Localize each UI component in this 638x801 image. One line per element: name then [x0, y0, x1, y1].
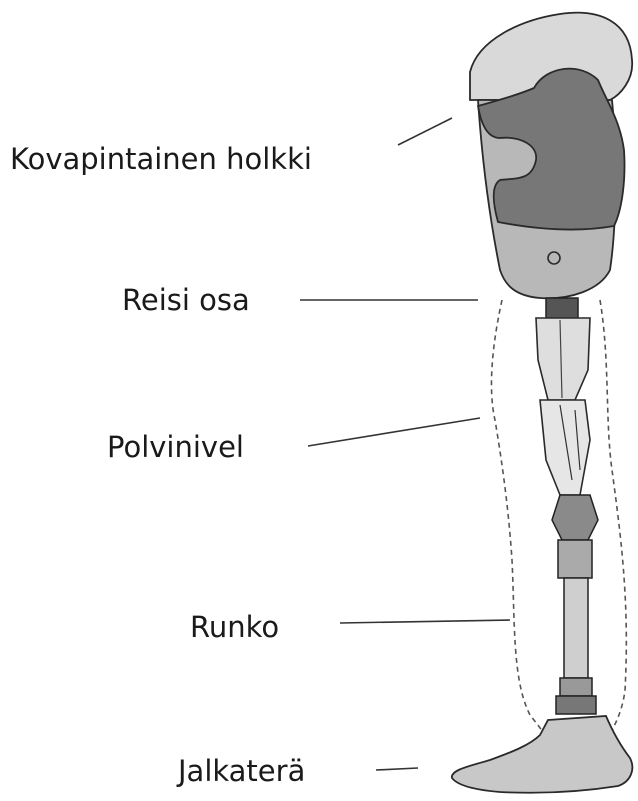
leader-pylon [340, 620, 510, 623]
label-knee-joint: Polvinivel [107, 433, 244, 462]
leader-socket [398, 118, 452, 145]
leader-knee [308, 418, 480, 446]
label-hard-socket: Kovapintainen holkki [10, 145, 312, 174]
leader-foot [376, 768, 418, 770]
label-pylon: Runko [190, 613, 279, 642]
label-thigh-section: Reisi osa [122, 286, 250, 315]
label-foot: Jalkaterä [178, 757, 305, 786]
